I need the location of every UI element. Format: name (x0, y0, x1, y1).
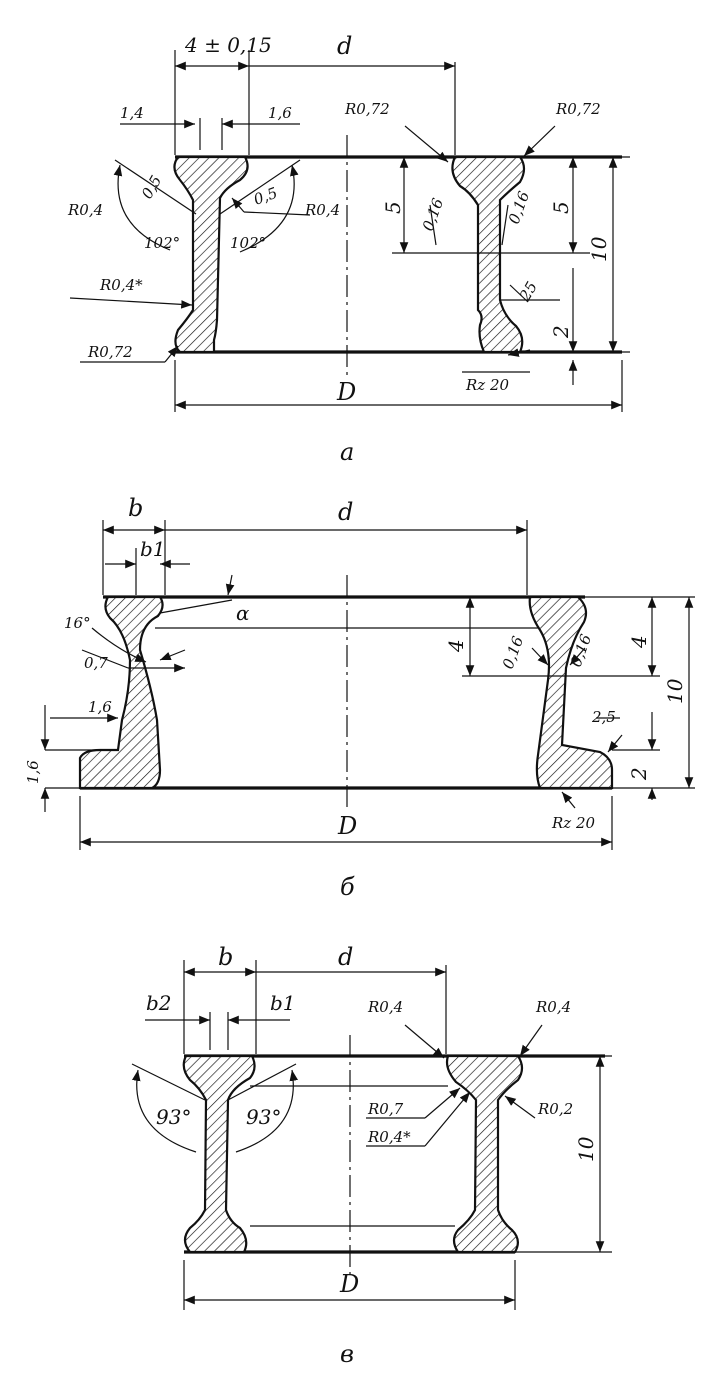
b-dim-16-vertical: 1,6 (24, 760, 42, 784)
a-s05-left: 0,5 (138, 172, 166, 202)
a-h5-left: 5 (381, 201, 405, 214)
a-r072-bottom: R0,72 (87, 343, 133, 361)
b-dim-d: d (338, 498, 353, 526)
a-h10: 10 (587, 236, 611, 262)
v-dim-d: d (338, 943, 353, 971)
a-dim-16: 1,6 (268, 104, 292, 122)
v-h10: 10 (574, 1136, 598, 1162)
b-dim-25: 2,5 (591, 708, 616, 726)
a-h2: 2 (549, 325, 573, 339)
b-alpha: α (236, 601, 250, 625)
a-s016-left: 0,16 (419, 195, 447, 233)
a-left-section (174, 157, 247, 352)
a-right-section (452, 157, 524, 352)
v-r04-right: R0,4 (535, 998, 571, 1016)
a-r04-inner: R0,4 (304, 201, 340, 219)
b-rz20: Rz 20 (551, 814, 596, 832)
a-r072-left: R0,72 (344, 100, 390, 118)
b-caption: б (340, 873, 355, 901)
b-left-section (80, 597, 163, 788)
v-r04-left: R0,4 (367, 998, 403, 1016)
drawing-b: b d b1 α 16° 0,7 1,6 1,6 4 4 10 2 0,16 0… (24, 494, 695, 901)
a-s016-right: 0,16 (505, 188, 533, 226)
v-dim-b2: b2 (146, 991, 172, 1015)
v-angle-left: 93° (156, 1105, 191, 1129)
b-h2: 2 (627, 767, 651, 781)
a-r072-right: R0,72 (555, 100, 601, 118)
a-angle-right: 102° (230, 234, 266, 252)
b-dim-16: 1,6 (88, 698, 112, 716)
a-dim-D: D (336, 378, 356, 406)
b-dim-b: b (128, 494, 143, 522)
a-rz20: Rz 20 (465, 376, 510, 394)
v-dim-b: b (218, 943, 233, 971)
a-dim-width: 4 ± 0,15 (184, 33, 272, 57)
v-r04-star: R0,4* (367, 1128, 411, 1146)
a-s05-right: 0,5 (251, 184, 280, 209)
a-r04-star: R0,4* (99, 276, 143, 294)
a-dim-d: d (337, 32, 352, 60)
a-dim-14: 1,4 (120, 104, 144, 122)
a-caption: а (340, 438, 354, 466)
v-left-section (184, 1056, 255, 1252)
b-dim-b1: b1 (140, 537, 166, 561)
a-h5-right: 5 (549, 201, 573, 214)
b-dim-D: D (337, 812, 357, 840)
drawing-v: b d b2 b1 R0,4 R0,4 R0,7 R0,4* R0,2 93° … (132, 943, 612, 1368)
v-r02: R0,2 (537, 1100, 573, 1118)
b-angle-16: 16° (64, 614, 91, 632)
a-p25: 25 (515, 278, 541, 304)
v-angle-right: 93° (246, 1105, 281, 1129)
v-dim-D: D (339, 1270, 359, 1298)
drawing-a: 4 ± 0,15 d 1,4 1,6 R0,72 R0,72 R0,4 R0,4… (67, 32, 630, 466)
b-s016-left: 0,16 (499, 633, 527, 671)
b-h4-left: 4 (444, 639, 468, 653)
a-angle-left: 102° (144, 234, 180, 252)
v-caption: в (340, 1340, 354, 1368)
v-r07: R0,7 (367, 1100, 404, 1118)
a-r04: R0,4 (67, 201, 103, 219)
v-right-section (447, 1056, 522, 1252)
b-h4-right: 4 (627, 635, 651, 649)
b-dim-07: 0,7 (84, 654, 108, 672)
b-right-section (530, 597, 612, 788)
b-h10: 10 (663, 678, 687, 704)
v-dim-b1: b1 (270, 991, 296, 1015)
